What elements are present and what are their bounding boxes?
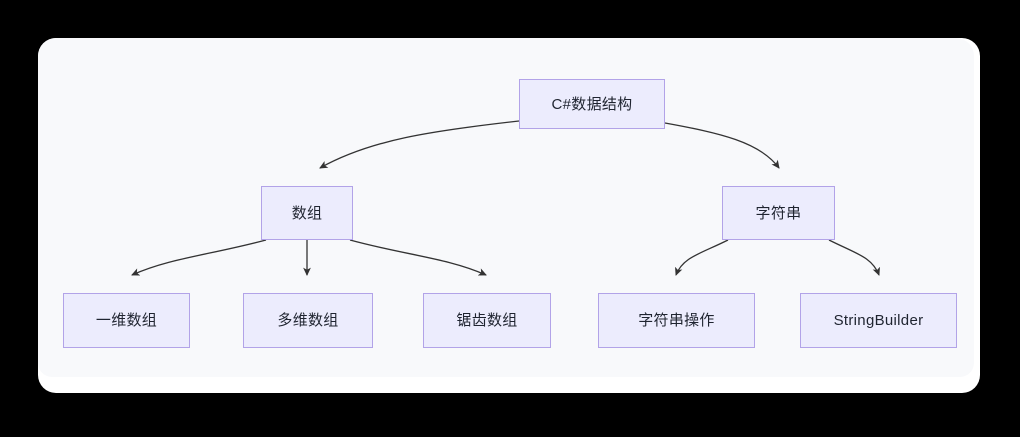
node-string-operations[interactable]: 字符串操作 [598, 293, 755, 348]
edge-root-to-array [319, 120, 520, 169]
node-root-label: C#数据结构 [551, 95, 633, 113]
node-array-label: 数组 [291, 204, 323, 222]
edge-string-to-stringops [675, 239, 729, 276]
node-root[interactable]: C#数据结构 [519, 79, 665, 129]
node-string-label: 字符串 [755, 204, 802, 222]
edge-string-to-stringbuilder [828, 239, 880, 276]
node-string[interactable]: 字符串 [722, 186, 835, 240]
edge-array-to-array1d [131, 239, 267, 276]
node-array-jagged[interactable]: 锯齿数组 [423, 293, 551, 348]
node-stringbuilder[interactable]: StringBuilder [800, 293, 957, 348]
node-array-1d[interactable]: 一维数组 [63, 293, 190, 348]
node-string-operations-label: 字符串操作 [638, 312, 715, 329]
node-stringbuilder-label: StringBuilder [833, 312, 924, 329]
edge-array-to-arrayjag [349, 239, 487, 276]
node-array-multidim[interactable]: 多维数组 [243, 293, 373, 348]
node-array[interactable]: 数组 [261, 186, 353, 240]
node-array-1d-label: 一维数组 [95, 312, 158, 329]
node-array-jagged-label: 锯齿数组 [456, 312, 518, 329]
edge-root-to-string [664, 122, 780, 169]
node-array-multidim-label: 多维数组 [277, 312, 339, 329]
